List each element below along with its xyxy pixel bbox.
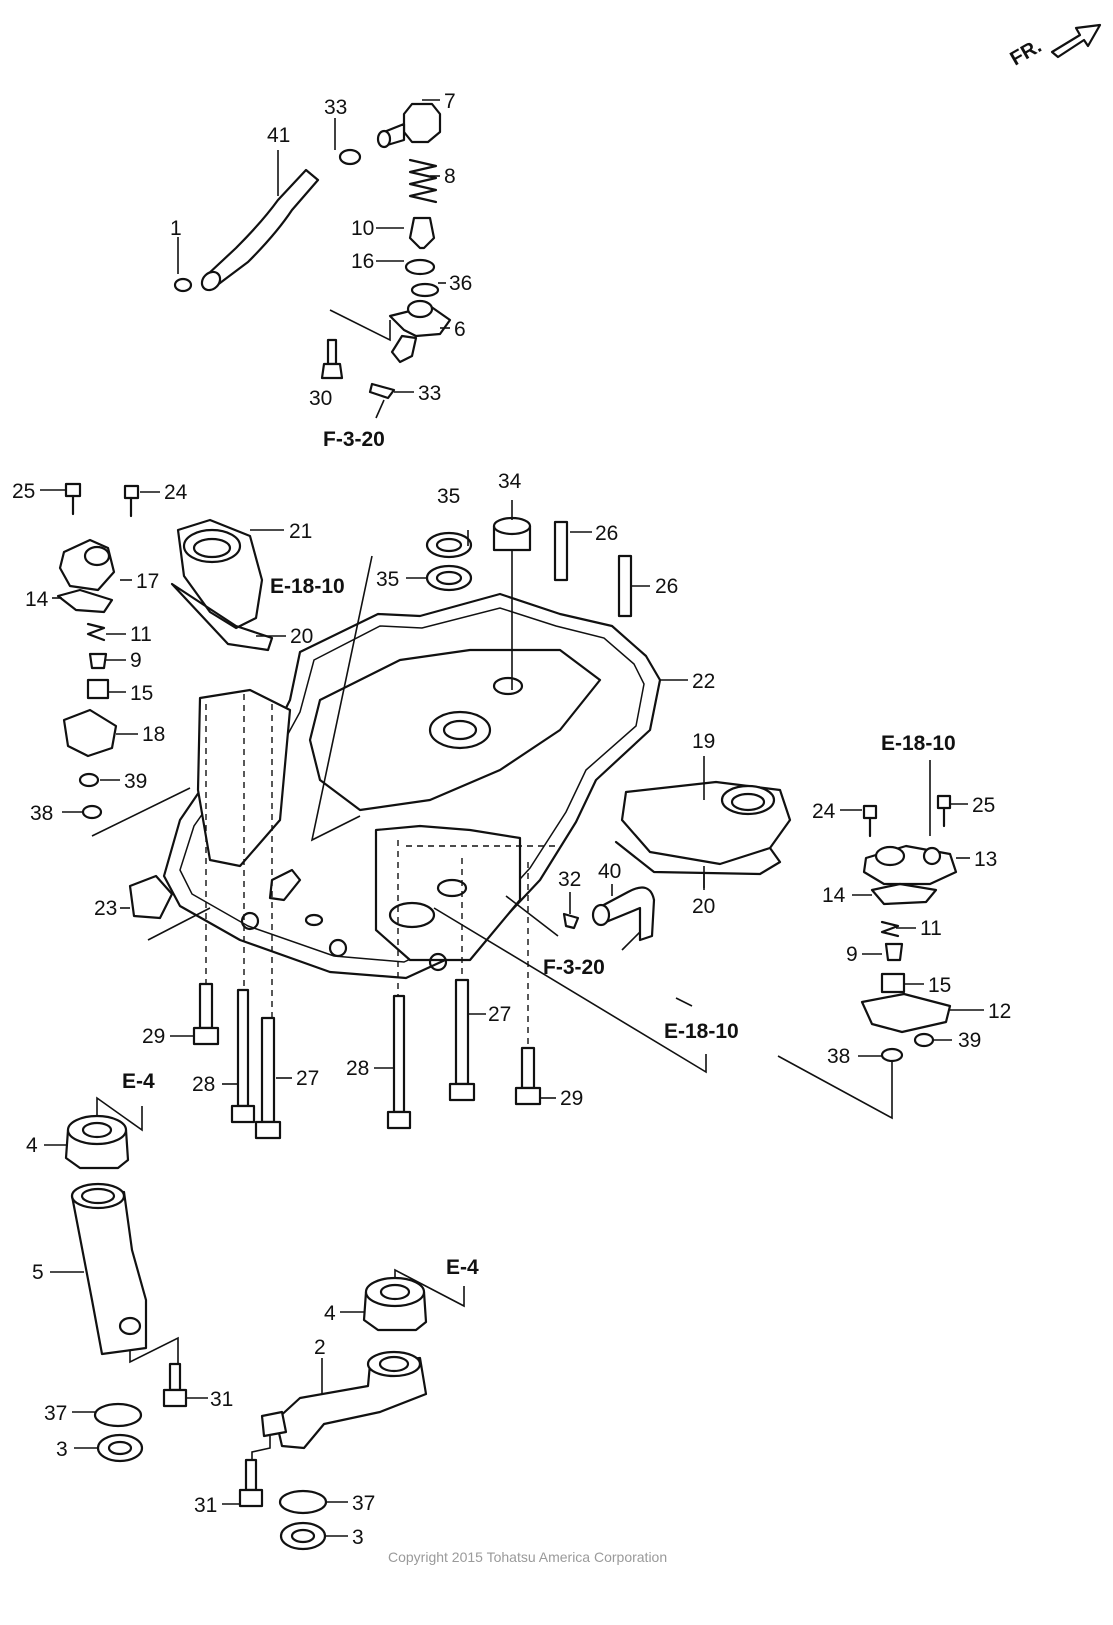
callout-35: 35: [437, 485, 460, 508]
seals-and-studs: [425, 516, 633, 618]
callout-40: 40: [598, 860, 621, 883]
section-references: F-3-20 E-18-10 E-18-10 F-3-20 E-18-10 E-…: [122, 428, 956, 1279]
oil-pan-22: [162, 592, 662, 980]
ref-e-18-10-left: E-18-10: [270, 575, 345, 598]
callout-21: 21: [289, 520, 312, 543]
pipe-plug-clamp: [128, 874, 656, 942]
right-thermostat-assembly: [860, 794, 958, 1063]
callout-15-right: 15: [928, 974, 951, 997]
callout-25-right: 25: [972, 794, 995, 817]
copyright-notice: Copyright 2015 Tohatsu America Corporati…: [388, 1549, 667, 1565]
callout-3-lower: 3: [352, 1526, 364, 1549]
callout-7: 7: [444, 90, 456, 113]
callout-38-right: 38: [827, 1045, 850, 1068]
callout-32: 32: [558, 868, 581, 891]
callout-12: 12: [988, 1000, 1011, 1023]
left-thermostat-assembly: [56, 482, 140, 820]
mounting-bolts: [192, 978, 542, 1140]
callout-26-right: 26: [655, 575, 678, 598]
callout-22: 22: [692, 670, 715, 693]
callout-11-right: 11: [920, 917, 942, 940]
callout-28: 28: [192, 1073, 215, 1096]
callout-39: 39: [124, 770, 147, 793]
ref-f-3-20-center: F-3-20: [543, 956, 605, 979]
callout-19: 19: [692, 730, 715, 753]
hose-41: [204, 168, 320, 288]
callout-24: 24: [164, 481, 188, 504]
callout-11: 11: [130, 623, 152, 646]
callout-41: 41: [267, 124, 290, 147]
callout-4-lower: 4: [324, 1302, 336, 1325]
callout-33: 33: [324, 96, 347, 119]
callout-9-right: 9: [846, 943, 858, 966]
callout-37: 37: [44, 1402, 67, 1425]
callout-labels: 41 33 7 8 1 10 16 36 6 30 33 25 24 21 35…: [12, 90, 1011, 1549]
front-direction-label: FR.: [1007, 35, 1046, 70]
callout-29: 29: [142, 1025, 165, 1048]
callout-20-right: 20: [692, 895, 715, 918]
callout-1: 1: [170, 217, 182, 240]
callout-23: 23: [94, 897, 117, 920]
callout-39-right: 39: [958, 1029, 981, 1052]
callout-30: 30: [309, 387, 332, 410]
callout-20: 20: [290, 625, 313, 648]
ref-e-18-10-bottom: E-18-10: [664, 1020, 739, 1043]
callout-37-lower: 37: [352, 1492, 375, 1515]
callout-24-right: 24: [812, 800, 836, 823]
callout-35-lower: 35: [376, 568, 399, 591]
callout-38: 38: [30, 802, 53, 825]
callout-31-lower: 31: [194, 1494, 217, 1517]
cover-and-gasket-21-20: [170, 518, 274, 652]
callout-8: 8: [444, 165, 456, 188]
callout-6: 6: [454, 318, 466, 341]
callout-16: 16: [351, 250, 374, 273]
front-direction-marker: FR.: [1007, 23, 1102, 70]
leader-lines: [40, 99, 984, 1537]
top-valve-assembly: [173, 102, 452, 400]
callout-13: 13: [974, 848, 997, 871]
bottom-left-water-tube: [64, 1114, 188, 1463]
front-arrow-icon: [1050, 23, 1102, 59]
callout-9: 9: [130, 649, 142, 672]
callout-18: 18: [142, 723, 165, 746]
callout-10: 10: [351, 217, 374, 240]
cover-and-gasket-19-20: [614, 780, 792, 876]
callout-28-center: 28: [346, 1057, 369, 1080]
callout-27: 27: [488, 1003, 511, 1026]
ref-e-4-center: E-4: [446, 1256, 479, 1279]
callout-15: 15: [130, 682, 153, 705]
ref-f-3-20-top: F-3-20: [323, 428, 385, 451]
callout-27-lower: 27: [296, 1067, 319, 1090]
callout-36: 36: [449, 272, 472, 295]
callout-25: 25: [12, 480, 35, 503]
callout-4: 4: [26, 1134, 38, 1157]
callout-2: 2: [314, 1336, 326, 1359]
callout-17: 17: [136, 570, 159, 593]
callout-26: 26: [595, 522, 618, 545]
bottom-center-water-tube: [238, 1276, 428, 1551]
callout-3: 3: [56, 1438, 68, 1461]
ref-e-4-left: E-4: [122, 1070, 155, 1093]
callout-29-right: 29: [560, 1087, 583, 1110]
callout-5: 5: [32, 1261, 44, 1284]
callout-14: 14: [25, 588, 49, 611]
callout-31: 31: [210, 1388, 233, 1411]
ref-e-18-10-right: E-18-10: [881, 732, 956, 755]
callout-34: 34: [498, 470, 522, 493]
callout-33-lower: 33: [418, 382, 441, 405]
callout-14-right: 14: [822, 884, 846, 907]
